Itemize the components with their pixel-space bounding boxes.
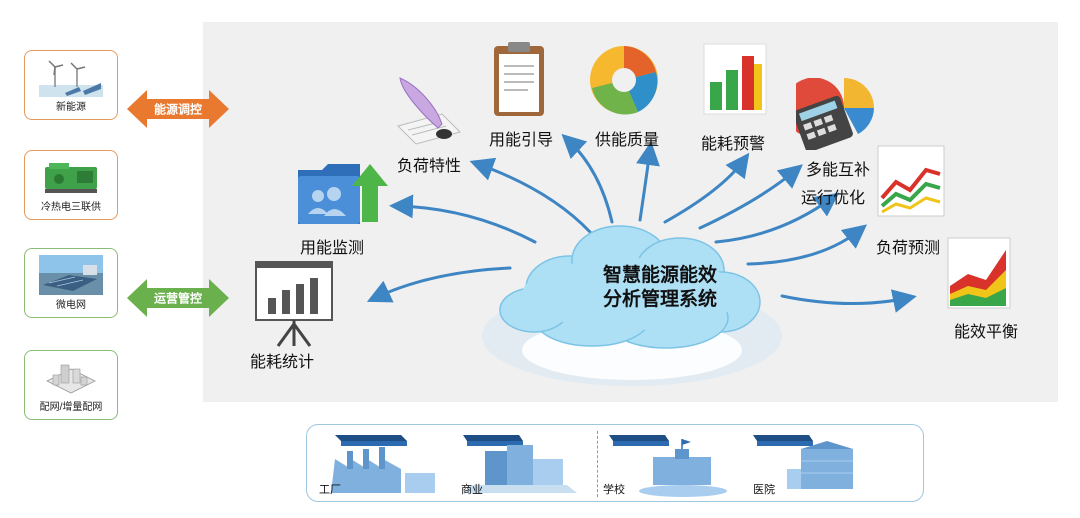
area-chart-icon <box>947 237 1011 309</box>
ray-usage-monitoring <box>389 194 537 244</box>
card-label: 冷热电三联供 <box>41 202 101 213</box>
ray-energy-stats <box>366 266 512 303</box>
calculator-icon <box>796 78 874 150</box>
function-label-energy-stats: 能耗统计 <box>250 354 315 371</box>
function-label-load-characteristics: 负荷特性 <box>397 158 462 175</box>
card-distribution-network[interactable]: 配网/增量配网 <box>24 350 118 420</box>
function-label-load-forecast: 负荷预测 <box>876 240 941 257</box>
function-label-usage-guidance: 用能引导 <box>489 132 554 149</box>
clipboard-icon <box>494 42 544 116</box>
function-label-supply-quality: 供能质量 <box>595 132 660 149</box>
hospital-icon <box>753 435 853 489</box>
arrow-label: 运营管控 <box>153 291 202 306</box>
cloud-title: 智慧能源能效 分析管理系统 <box>560 264 760 312</box>
bottom-sites-panel: 工厂 商业 学校 医院 <box>306 424 924 502</box>
function-label-usage-monitoring: 用能监测 <box>300 240 365 257</box>
ray-multi-energy <box>698 164 803 230</box>
card-label: 配网/增量配网 <box>39 402 103 413</box>
site-label-school: 学校 <box>603 484 625 496</box>
line-chart-icon <box>877 145 945 217</box>
generator-icon <box>45 163 97 193</box>
ray-efficiency-balance <box>780 289 917 313</box>
folder-icon <box>298 164 388 224</box>
ray-operation-optimization <box>714 192 840 244</box>
cloud-title-line1: 智慧能源能效 <box>602 265 717 286</box>
ray-load-forecast <box>746 224 868 266</box>
ray-load-characteristics <box>469 157 592 234</box>
commercial-buildings-icon <box>463 435 577 493</box>
arrow-energy-control: 能源调控 <box>127 90 229 128</box>
arrow-operation-control: 运营管控 <box>127 279 229 317</box>
card-microgrid[interactable]: 微电网 <box>24 248 118 318</box>
double-arrow-icon <box>127 279 229 317</box>
card-label: 新能源 <box>56 102 86 113</box>
cloud-title-line2: 分析管理系统 <box>602 289 717 310</box>
card-cchp[interactable]: 冷热电三联供 <box>24 150 118 220</box>
presentation-board-icon <box>255 261 333 347</box>
dashed-separator <box>597 431 598 497</box>
city-blocks-icon <box>46 364 96 394</box>
double-arrow-icon <box>127 90 229 128</box>
bar-chart-icon <box>703 43 767 115</box>
function-label-efficiency-balance: 能效平衡 <box>954 324 1019 341</box>
school-icon <box>609 435 727 497</box>
function-label-multi-energy: 多能互补 <box>806 162 871 179</box>
arrow-label: 能源调控 <box>153 102 202 117</box>
site-label-factory: 工厂 <box>319 484 341 496</box>
card-label: 微电网 <box>56 300 86 311</box>
cloud-icon <box>482 225 782 386</box>
ray-usage-guidance <box>561 133 614 224</box>
factory-icon <box>331 435 435 493</box>
quill-icon <box>397 77 461 145</box>
function-label-consumption-warning: 能耗预警 <box>701 136 766 153</box>
ray-supply-quality <box>636 141 660 222</box>
function-label-operation-optimization: 运行优化 <box>801 190 866 207</box>
site-label-hospital: 医院 <box>753 484 775 496</box>
solar-plant-icon <box>39 255 103 295</box>
ray-consumption-warning <box>663 152 750 224</box>
site-label-commercial: 商业 <box>461 484 483 496</box>
card-new-energy[interactable]: 新能源 <box>24 50 118 120</box>
wind-turbine-icon <box>39 60 103 97</box>
donut-chart-icon <box>590 46 658 115</box>
